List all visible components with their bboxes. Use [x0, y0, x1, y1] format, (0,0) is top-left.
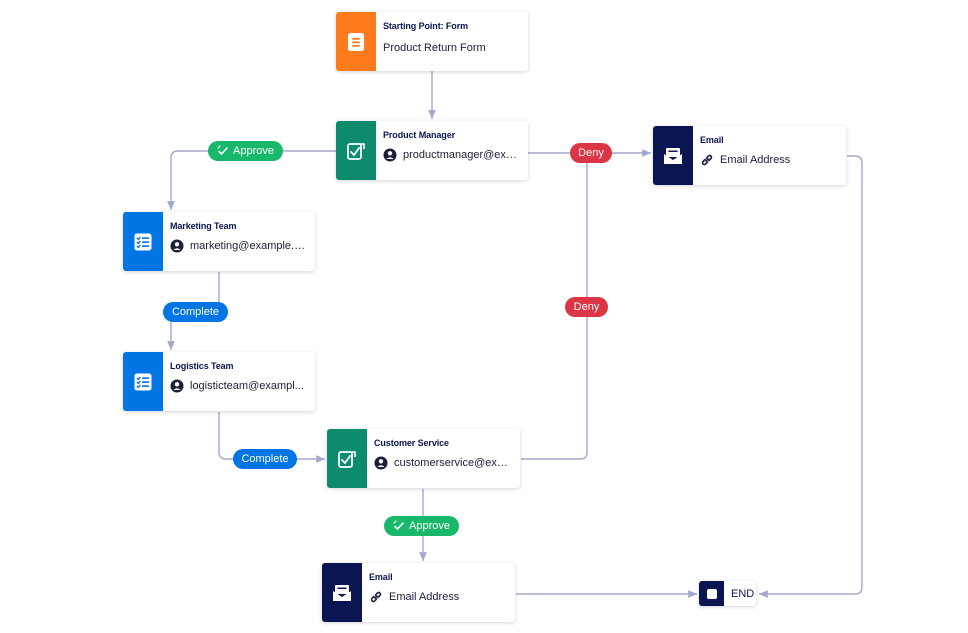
node-badge	[123, 352, 163, 411]
form-icon	[348, 32, 364, 51]
wire-email-top-to-end	[759, 155, 863, 598]
node-product-manager[interactable]: Product Manager productmanager@exa...	[336, 121, 528, 180]
node-value: customerservice@exa...	[394, 457, 512, 469]
node-title: Customer Service	[374, 438, 449, 448]
node-badge	[336, 12, 376, 71]
edge-pill-complete-marketing[interactable]: Complete	[163, 302, 228, 322]
user-icon	[170, 379, 184, 393]
wire-pm-to-marketing	[167, 150, 336, 210]
email-icon	[333, 584, 351, 601]
edge-label: Complete	[171, 306, 220, 318]
node-logistics-team[interactable]: Logistics Team logisticteam@exampl...	[123, 352, 315, 411]
edge-pill-complete-logistics[interactable]: Complete	[233, 449, 297, 469]
user-icon	[374, 456, 388, 470]
wire-logistics-to-cs	[218, 412, 325, 463]
wire-marketing-to-logistics	[171, 272, 220, 350]
node-end[interactable]: END	[699, 581, 756, 606]
node-title: Starting Point: Form	[383, 21, 468, 31]
node-badge	[653, 126, 693, 185]
node-title: Email	[700, 135, 724, 145]
node-badge	[322, 563, 362, 622]
stop-icon	[706, 588, 717, 599]
wire-pm-deny-down	[521, 153, 588, 460]
node-email-top[interactable]: Email Email Address	[653, 126, 846, 185]
end-label: END	[731, 587, 755, 600]
user-icon	[383, 148, 397, 162]
node-title: Logistics Team	[170, 361, 234, 371]
node-value: marketing@example.c...	[190, 240, 307, 252]
node-badge	[123, 212, 163, 271]
node-value: productmanager@exa...	[403, 149, 520, 161]
node-start-form[interactable]: Starting Point: Form Product Return Form	[336, 12, 528, 71]
node-value: Email Address	[389, 591, 460, 603]
node-title: Email	[369, 572, 393, 582]
edge-label: Deny	[578, 147, 604, 159]
node-value: Email Address	[720, 154, 791, 166]
approval-icon	[338, 450, 356, 468]
node-customer-service[interactable]: Customer Service customerservice@exa...	[327, 429, 520, 488]
user-icon	[170, 239, 184, 253]
edge-label: Approve	[409, 520, 450, 532]
email-icon	[664, 147, 682, 164]
approve-icon	[217, 145, 228, 156]
edge-label: Approve	[233, 145, 274, 157]
task-list-icon	[134, 233, 152, 250]
node-badge	[327, 429, 367, 488]
node-title: Marketing Team	[170, 221, 237, 231]
edge-pill-deny-cs[interactable]: Deny	[565, 297, 608, 317]
node-badge	[336, 121, 376, 180]
link-icon	[369, 590, 383, 604]
link-icon	[700, 153, 714, 167]
node-value: logisticteam@exampl...	[190, 380, 304, 392]
node-title: Product Manager	[383, 130, 456, 140]
edge-pill-approve-pm[interactable]: Approve	[208, 141, 283, 161]
edge-pill-approve-cs[interactable]: Approve	[384, 516, 459, 536]
edge-pill-deny-pm[interactable]: Deny	[570, 143, 612, 163]
approve-icon	[393, 520, 404, 531]
node-email-bottom[interactable]: Email Email Address	[322, 563, 515, 622]
edge-label: Complete	[241, 453, 289, 465]
approval-icon	[347, 142, 365, 160]
task-list-icon	[134, 373, 152, 390]
edge-label: Deny	[573, 301, 600, 313]
node-value: Product Return Form	[383, 42, 486, 54]
node-marketing-team[interactable]: Marketing Team marketing@example.c...	[123, 212, 315, 271]
node-badge	[699, 581, 724, 606]
